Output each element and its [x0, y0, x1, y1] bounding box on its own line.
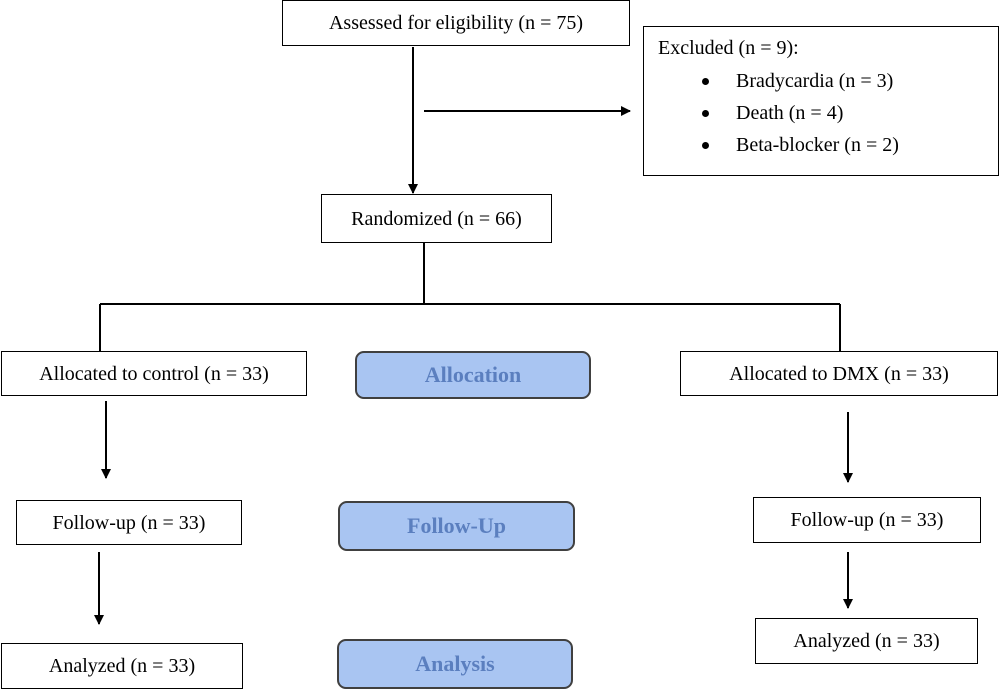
- box-followup-control: Follow-up (n = 33): [16, 500, 242, 545]
- followup-control-label: Follow-up (n = 33): [52, 511, 206, 534]
- bullet-icon: [702, 142, 709, 149]
- stage-allocation-label: Allocation: [424, 362, 522, 387]
- box-followup-dmx: Follow-up (n = 33): [753, 497, 981, 543]
- excluded-item: Death (n = 4): [658, 97, 984, 129]
- excluded-title: Excluded (n = 9):: [658, 37, 799, 59]
- allocated-control-label: Allocated to control (n = 33): [39, 362, 269, 385]
- analyzed-control-label: Analyzed (n = 33): [48, 655, 196, 677]
- analyzed-dmx-label: Analyzed (n = 33): [793, 630, 940, 652]
- box-analyzed-control: Analyzed (n = 33): [1, 643, 243, 689]
- bullet-icon: [702, 110, 709, 117]
- box-randomized: Randomized (n = 66): [321, 194, 552, 243]
- followup-dmx-label: Follow-up (n = 33): [790, 509, 944, 531]
- stage-followup: Follow-Up: [338, 501, 575, 551]
- stage-allocation: Allocation: [355, 351, 591, 399]
- bullet-icon: [702, 78, 709, 85]
- box-assessed-eligibility: Assessed for eligibility (n = 75): [282, 0, 630, 46]
- allocated-dmx-label: Allocated to DMX (n = 33): [729, 362, 949, 385]
- stage-followup-label: Follow-Up: [407, 513, 506, 538]
- stage-analysis: Analysis: [337, 639, 573, 689]
- excluded-list: Bradycardia (n = 3) Death (n = 4) Beta-b…: [658, 65, 984, 161]
- box-excluded: Excluded (n = 9): Bradycardia (n = 3) De…: [643, 26, 999, 176]
- stage-analysis-label: Analysis: [415, 651, 495, 676]
- excluded-item: Beta-blocker (n = 2): [658, 129, 984, 161]
- excluded-item: Bradycardia (n = 3): [658, 65, 984, 97]
- randomized-label: Randomized (n = 66): [351, 207, 522, 230]
- box-analyzed-dmx: Analyzed (n = 33): [755, 618, 978, 664]
- box-allocated-dmx: Allocated to DMX (n = 33): [680, 351, 998, 396]
- box-allocated-control: Allocated to control (n = 33): [1, 351, 307, 396]
- assessed-label: Assessed for eligibility (n = 75): [328, 12, 584, 34]
